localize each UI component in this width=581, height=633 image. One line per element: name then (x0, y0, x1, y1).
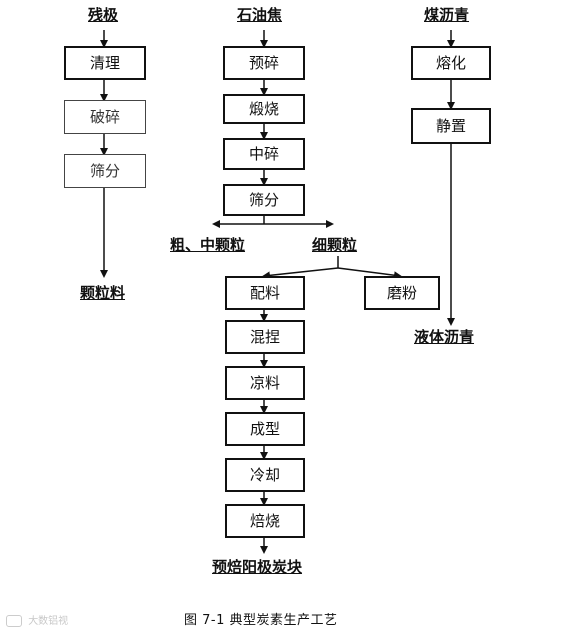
output-fine: 细颗粒 (312, 236, 358, 254)
step-settling: 静置 (411, 108, 491, 144)
arrow-to-batching (262, 267, 339, 280)
watermark-text: 大数铝视 (28, 616, 69, 627)
output-coarse-medium: 粗、中颗粒 (170, 236, 246, 254)
arrow-to-grinding (337, 267, 402, 280)
source-petroleum-coke: 石油焦 (237, 6, 283, 24)
watermark-logo-icon (6, 615, 22, 627)
step-precrush: 预碎 (223, 46, 305, 80)
step-baking: 焙烧 (225, 504, 305, 538)
step-cooling-material: 凉料 (225, 366, 305, 400)
output-prebaked-anode: 预焙阳极炭块 (212, 558, 303, 576)
step-sieve-middle: 筛分 (223, 184, 305, 216)
output-liquid-pitch: 液体沥青 (414, 328, 475, 346)
step-sieve-left: 筛分 (64, 154, 146, 188)
step-clean: 清理 (64, 46, 146, 80)
step-crush: 破碎 (64, 100, 146, 134)
step-chilling: 冷却 (225, 458, 305, 492)
step-melting: 熔化 (411, 46, 491, 80)
source-residual-anode: 残极 (88, 6, 119, 24)
source-coal-pitch: 煤沥青 (424, 6, 470, 24)
step-grinding: 磨粉 (364, 276, 440, 310)
step-forming: 成型 (225, 412, 305, 446)
watermark: 大数铝视 (6, 612, 68, 627)
step-kneading: 混捏 (225, 320, 305, 354)
step-midcrush: 中碎 (223, 138, 305, 170)
step-batching: 配料 (225, 276, 305, 310)
output-granular-material: 颗粒料 (80, 284, 126, 302)
step-calcine: 煅烧 (223, 94, 305, 124)
figure-caption: 图 7-1 典型炭素生产工艺 (184, 613, 338, 628)
